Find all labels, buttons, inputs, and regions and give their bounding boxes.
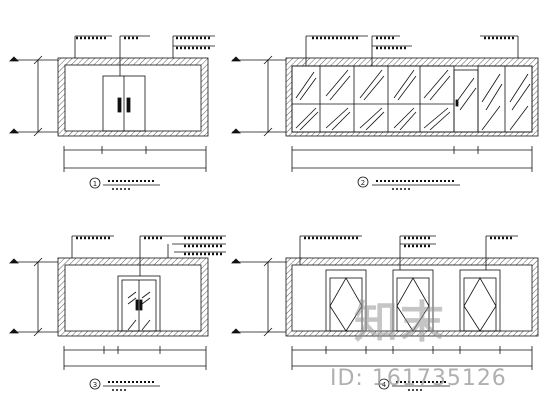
- elevation-panel-4: 4: [231, 235, 539, 391]
- leader-lines: [299, 235, 518, 270]
- double-door: [102, 75, 146, 132]
- level-marker: [9, 55, 58, 137]
- leader-lines: [71, 235, 226, 276]
- glass-partition: [291, 65, 533, 133]
- dimension-line: [291, 146, 533, 172]
- drawing-title: 2: [357, 176, 460, 190]
- elevation-panel-3: 3: [9, 235, 226, 391]
- single-door: [459, 269, 501, 332]
- level-marker: [231, 257, 286, 337]
- level-marker: [231, 55, 286, 137]
- single-door: [392, 269, 434, 332]
- leader-lines: [74, 35, 215, 76]
- dimension-line: [63, 346, 207, 370]
- panel-number: 3: [93, 381, 97, 389]
- panel-number: 1: [93, 180, 97, 188]
- single-door: [325, 269, 367, 332]
- elevation-panel-1: 1: [9, 35, 215, 190]
- level-marker: [9, 257, 58, 337]
- panel-number: 4: [382, 381, 387, 389]
- drawing-title: 4: [378, 378, 450, 391]
- panel-number: 2: [361, 179, 365, 187]
- watermark-logo: 知末: [354, 297, 446, 348]
- double-door: [117, 275, 161, 332]
- leader-lines: [305, 35, 519, 66]
- watermark-id: ID: 161735126: [330, 366, 507, 391]
- dimension-line: [291, 346, 533, 370]
- elevation-panel-2: 2: [231, 35, 539, 190]
- dimension-line: [63, 146, 207, 172]
- drawing-title: 1: [89, 177, 160, 190]
- drawing-title: 3: [89, 378, 160, 391]
